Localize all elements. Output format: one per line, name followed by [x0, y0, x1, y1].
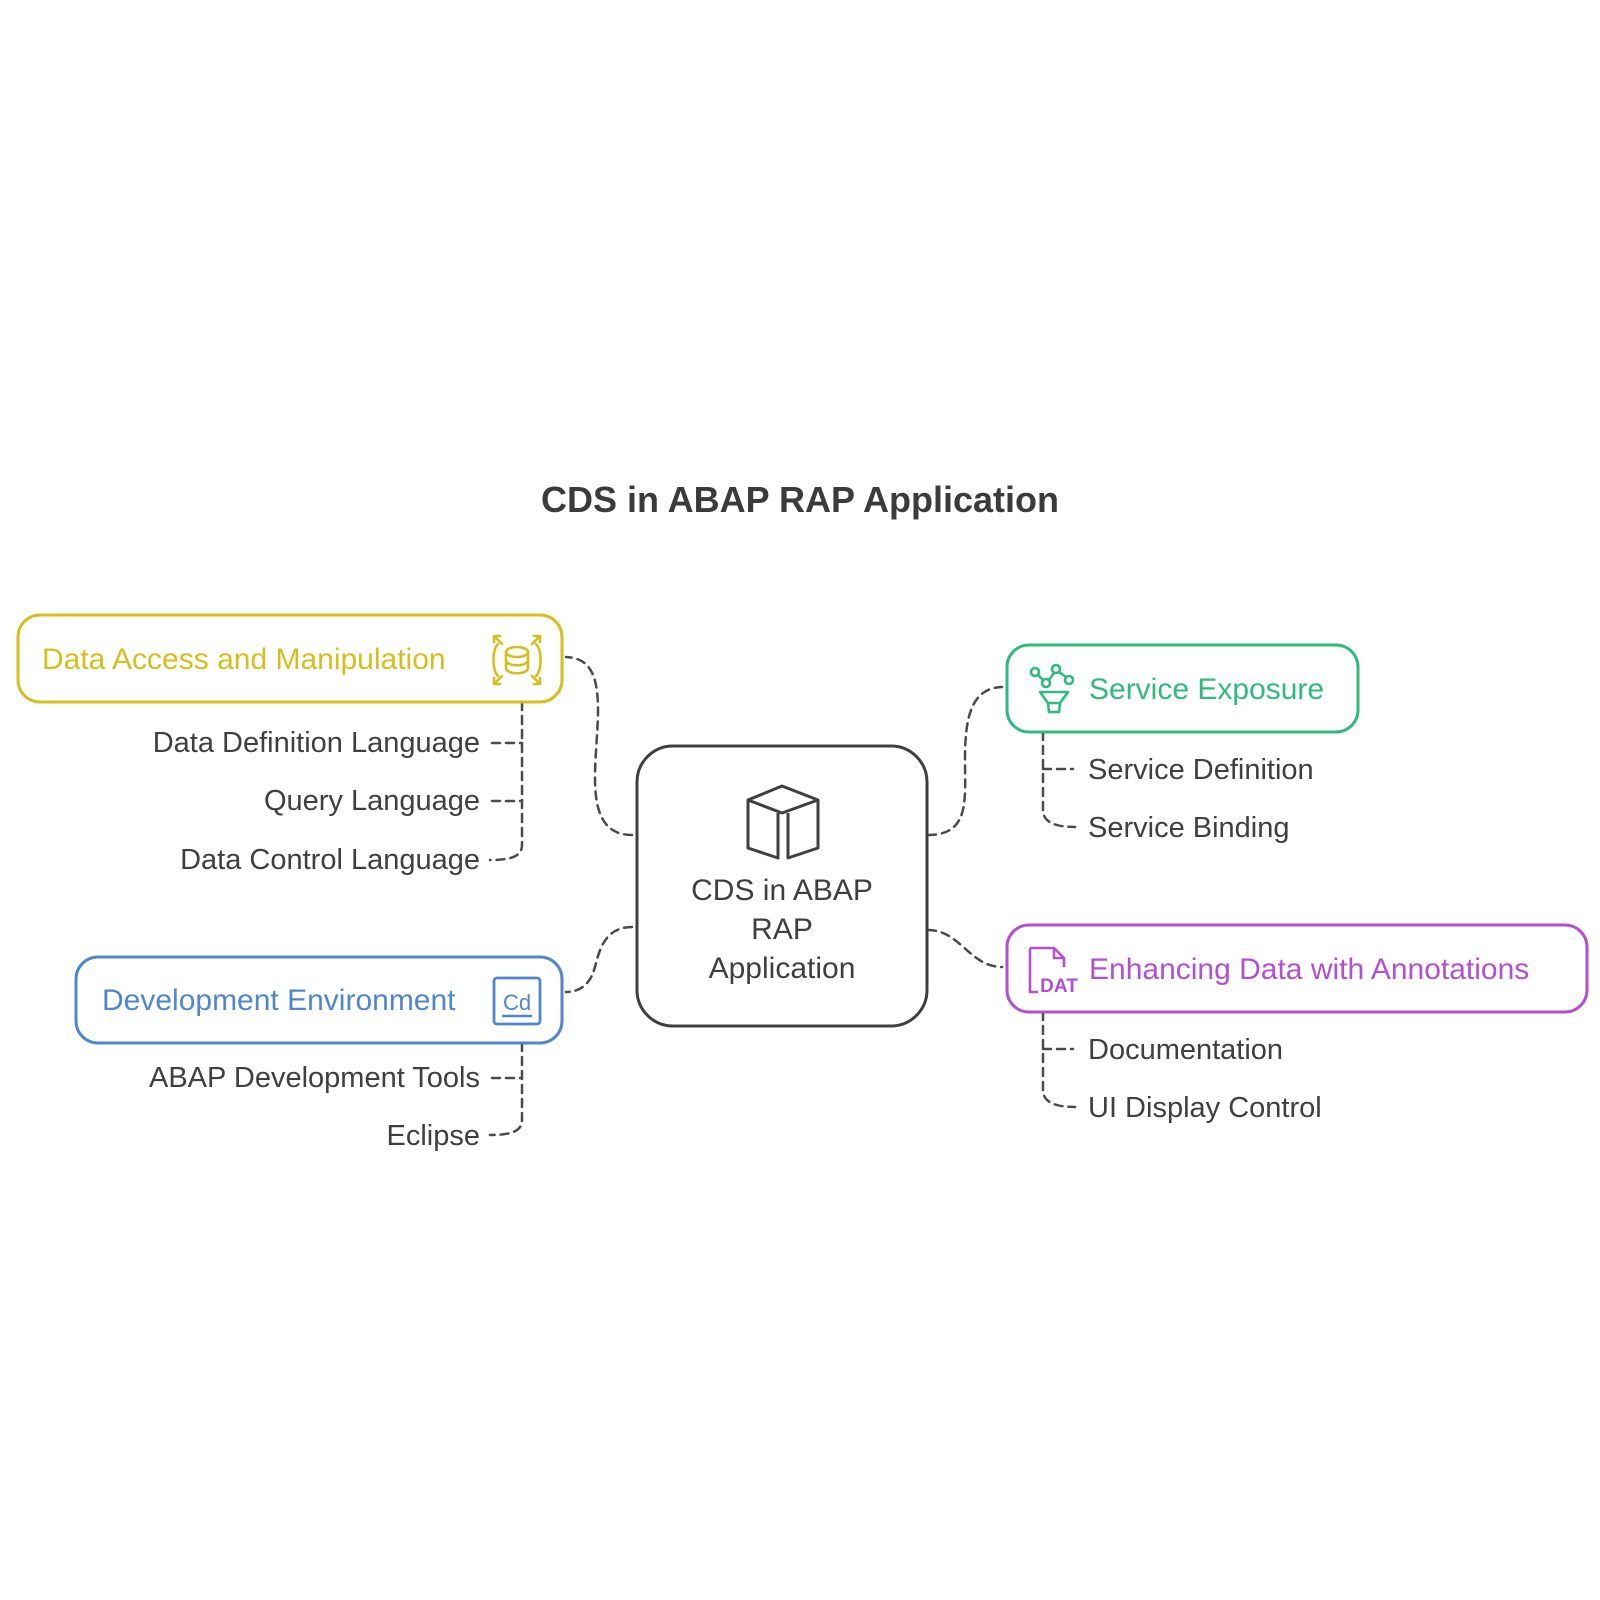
branch-service-label: Service Exposure [1089, 673, 1324, 706]
connector-center-dev-env [564, 925, 634, 994]
leaf-query-language: Query Language [264, 785, 480, 817]
leaf-ui-display-control: UI Display Control [1088, 1092, 1322, 1124]
leaf-service-definition: Service Definition [1088, 754, 1314, 786]
branch-annotations-box [1005, 923, 1589, 1014]
code-document-icon: Cd [492, 976, 542, 1026]
dat-file-icon-text: DAT [1040, 976, 1078, 997]
leaf-documentation: Documentation [1088, 1034, 1283, 1066]
center-connectors [564, 655, 1004, 994]
branch-dev-env-box [74, 955, 564, 1045]
connector-service-trunk [1041, 730, 1077, 829]
branch-annotations-label: Enhancing Data with Annotations [1089, 953, 1529, 986]
diagram-title: CDS in ABAP RAP Application [541, 479, 1059, 520]
center-label-line3: Application [709, 952, 856, 985]
database-expand-icon [492, 634, 542, 686]
leaf-eclipse: Eclipse [387, 1120, 481, 1152]
connector-data-access-trunk [488, 700, 524, 862]
branch-service-box [1005, 643, 1360, 734]
center-node: CDS in ABAP RAP Application [635, 744, 929, 1028]
code-document-icon-text: Cd [503, 990, 531, 1015]
branch-dev-env-label: Development Environment [102, 984, 456, 1017]
dat-file-icon: DAT [1028, 946, 1078, 997]
leaf-service-binding: Service Binding [1088, 812, 1290, 844]
branch-data-access-label: Data Access and Manipulation [42, 643, 446, 676]
branch-annotations: DAT Enhancing Data with Annotations Docu… [1005, 923, 1589, 1124]
connector-center-data-access [564, 655, 634, 837]
branch-dev-env: Development Environment Cd ABAP Developm… [74, 955, 564, 1152]
branch-data-access-box [16, 613, 564, 704]
connector-center-service [926, 685, 1004, 837]
center-label-line1: CDS in ABAP [691, 874, 873, 907]
connector-dev-env-trunk [488, 1041, 524, 1137]
center-label-line2: RAP [751, 913, 813, 946]
center-node-box [635, 744, 929, 1028]
branch-data-access: Data Access and Manipulation Data Defini… [16, 613, 564, 876]
leaf-abap-development-tools: ABAP Development Tools [149, 1062, 480, 1094]
leaf-data-control-language: Data Control Language [180, 844, 480, 876]
leaf-connectors [488, 700, 1077, 1137]
branch-service-exposure: Service Exposure Service Definition Serv… [1005, 643, 1360, 844]
funnel-network-icon [1029, 663, 1075, 714]
connector-annotations-trunk [1041, 1010, 1077, 1109]
connector-center-annotations [926, 928, 1004, 969]
leaf-data-definition-language: Data Definition Language [153, 727, 480, 759]
cube-icon [746, 784, 820, 860]
